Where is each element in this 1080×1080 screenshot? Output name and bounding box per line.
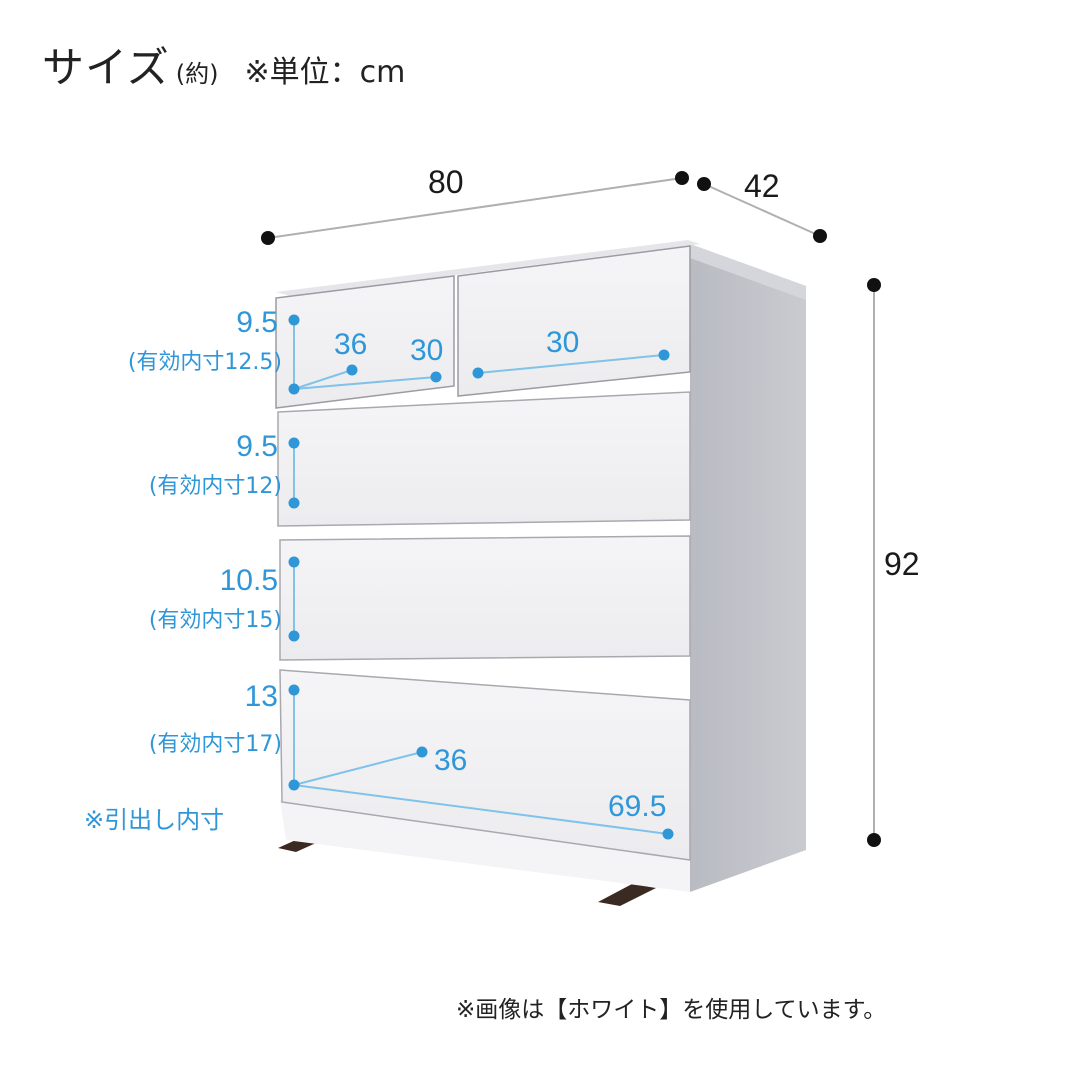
height-dimension-label: 92 [884,546,920,582]
leg-right [598,884,656,906]
dimension-lines-inner [293,320,669,835]
drawer-4-inner-height-label: (有効内寸17) [148,732,282,757]
drawer-2-inner-height-label: (有効内寸12) [148,474,282,499]
drawer-3-inner-height-label: (有効内寸15) [148,608,282,633]
drawer-3-height-label: 10.5 [219,564,278,597]
drawer-1-inner-height-label: (有効内寸12.5) [127,350,282,375]
drawer-2 [277,391,691,527]
drawer-1-height-label: 9.5 [236,306,278,339]
cabinet-base [280,800,690,892]
drawer-4 [279,669,691,861]
drawer-1-right-width-label: 30 [546,326,580,359]
drawer-3 [279,535,691,661]
cabinet-side [690,244,806,892]
drawer-4-depth-label: 36 [434,744,468,777]
drawer-inner-note: ※引出し内寸 [84,806,225,834]
cabinet-top [276,240,700,296]
drawer-4-width-label: 69.5 [608,790,667,823]
title-approx: (約) [175,60,219,88]
footer-note: ※画像は【ホワイト】を使用しています。 [456,997,887,1023]
drawer-1-left [275,275,455,409]
unit-note: ※単位：cm [244,55,406,90]
drawer-1-left-width-label: 30 [410,334,444,367]
width-dimension-label: 80 [428,164,464,200]
drawer-4-height-label: 13 [244,680,278,713]
dimension-endpoints-inner [288,314,674,840]
drawer-2-height-label: 9.5 [236,430,278,463]
drawer-1-depth-label: 36 [334,328,368,361]
title-text: サイズ [42,43,170,92]
page-title: サイズ(約) ※単位：cm [42,34,405,95]
depth-dimension-label: 42 [744,168,780,204]
dimension-lines-outer [267,177,875,840]
dimension-endpoints-outer [261,171,881,847]
